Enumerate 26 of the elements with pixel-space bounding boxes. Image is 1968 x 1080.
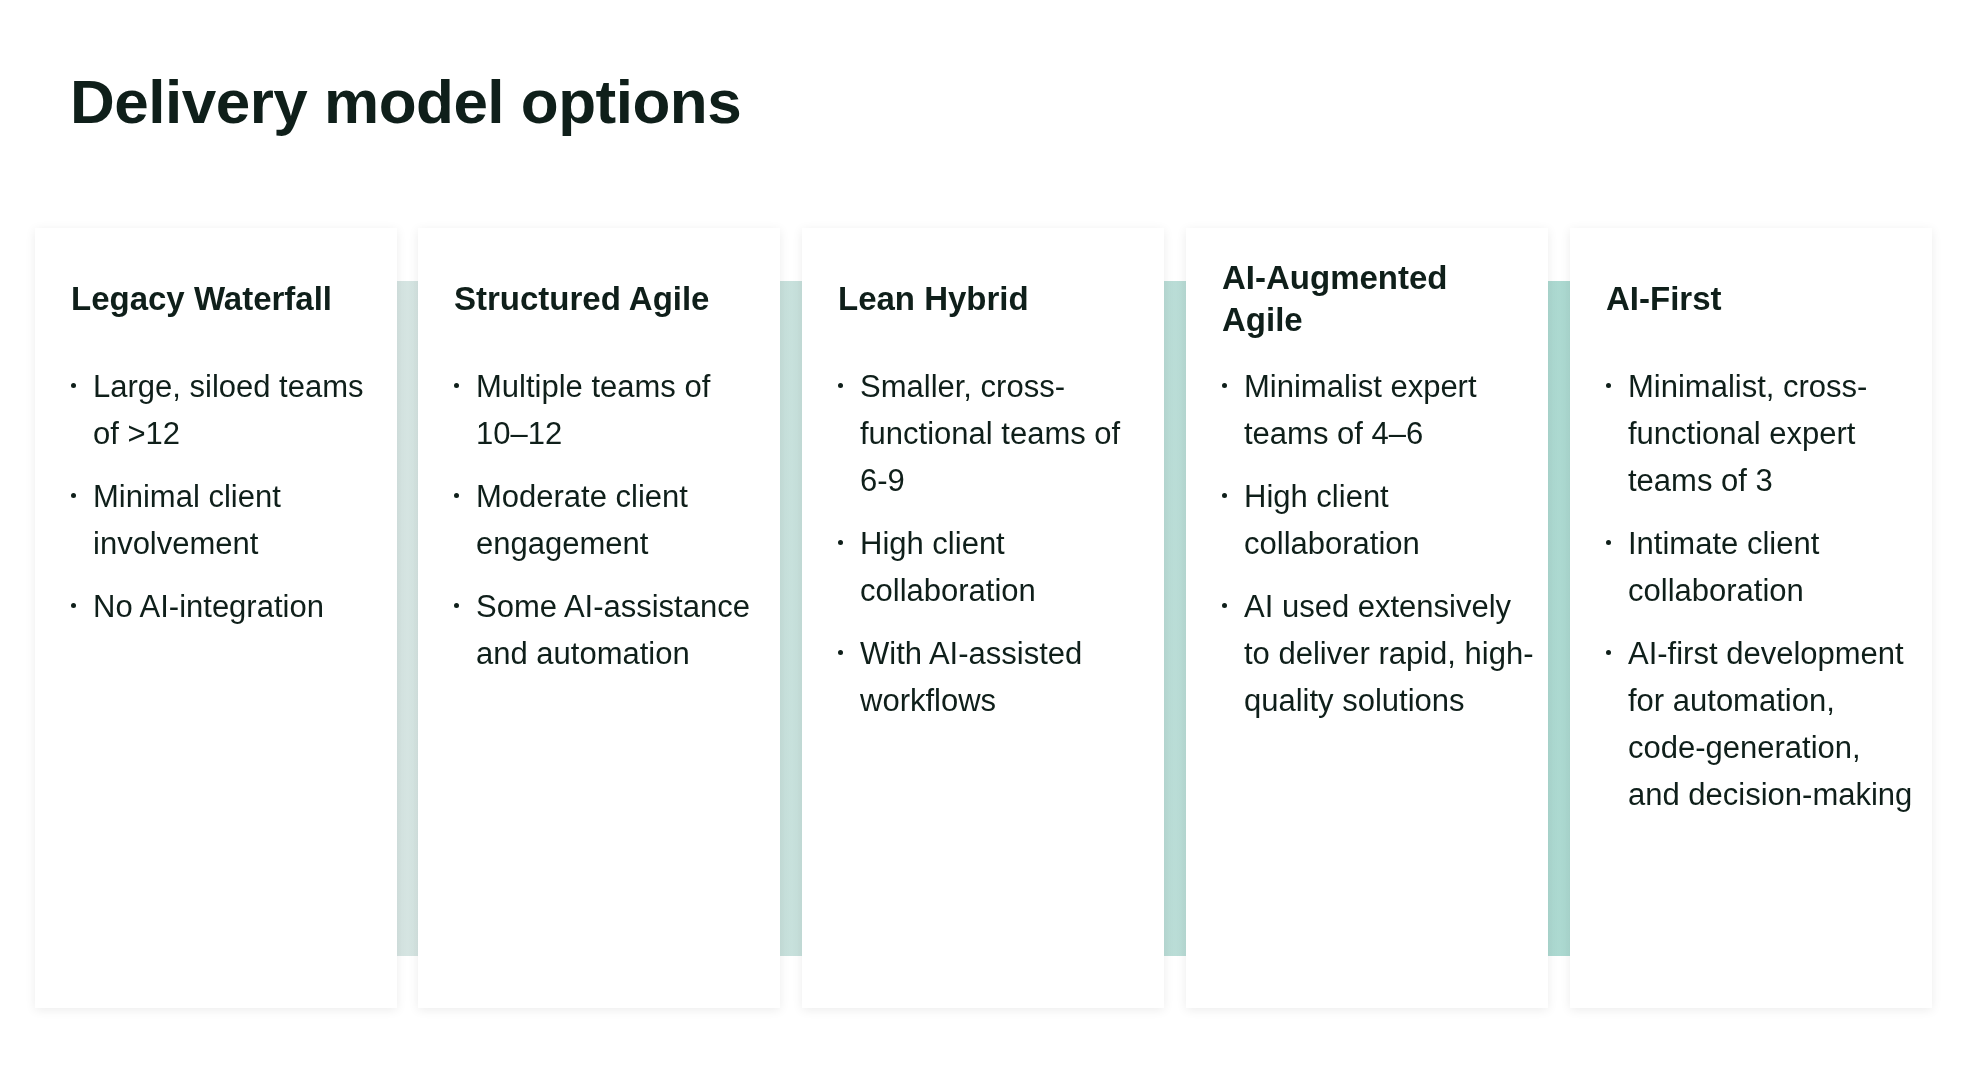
card-heading: AI-Augmented Agile (1222, 258, 1449, 340)
bullet-text: Moderate client engagement (476, 478, 689, 563)
card-heading: Lean Hybrid (838, 279, 1029, 319)
option-card (35, 228, 397, 1008)
option-card (418, 228, 780, 1008)
bullet-text: Large, siloed teams of >12 (93, 368, 365, 453)
bullet-text: Some AI-assistance and automation (476, 588, 751, 673)
bullet-text: Multiple teams of 10–12 (476, 368, 712, 453)
bullet-text: With AI-assisted workflows (860, 635, 1084, 720)
option-card (1186, 228, 1548, 1008)
card-heading: Legacy Waterfall (71, 279, 333, 319)
bullet-text: Minimal client involvement (93, 478, 282, 563)
option-card (802, 228, 1164, 1008)
option-card (1570, 228, 1932, 1008)
bullet-text: Minimalist expert teams of 4–6 (1244, 368, 1478, 453)
bullet-text: Smaller, cross-functional teams of 6-9 (860, 368, 1122, 500)
bullet-text: No AI-integration (93, 588, 325, 626)
bullet-text: High client collaboration (860, 525, 1037, 610)
bullet-text: Minimalist, cross-functional expert teams of 3 (1628, 368, 1869, 500)
bullet-text: AI-first development for automation, code-generation, and decision-making (1628, 635, 1914, 814)
bullet-text: High client collaboration (1244, 478, 1421, 563)
card-heading: AI-First (1606, 279, 1722, 319)
bullet-text: AI used extensively to deliver rapid, high-quality solutions (1244, 588, 1534, 720)
page-title: Delivery model options (70, 66, 742, 137)
card-heading: Structured Agile (454, 279, 710, 319)
bullet-text: Intimate client collaboration (1628, 525, 1821, 610)
